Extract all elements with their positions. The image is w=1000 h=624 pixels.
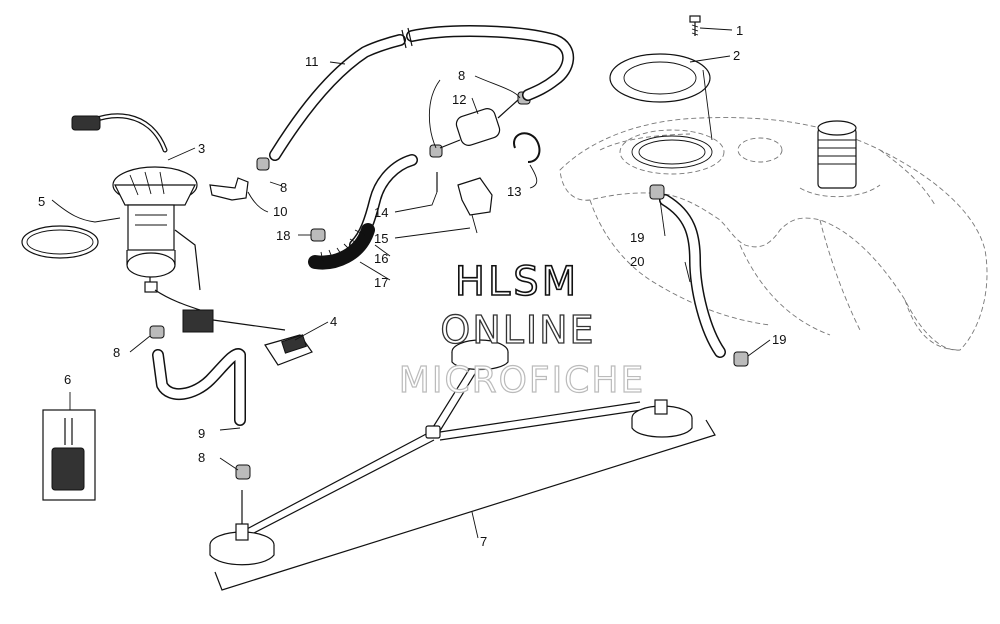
callout-13: 13 xyxy=(507,184,521,199)
callout-4: 4 xyxy=(330,314,337,329)
callout-1: 1 xyxy=(736,23,743,38)
callouts: 1 2 3 4 5 6 7 8 8 8 8 9 10 11 12 13 14 1… xyxy=(38,23,786,549)
callout-3: 3 xyxy=(198,141,205,156)
fuel-filter-part-12 xyxy=(439,99,519,149)
callout-15: 15 xyxy=(374,231,388,246)
callout-9: 9 xyxy=(198,426,205,441)
gasket-part-2 xyxy=(609,53,711,103)
watermark: HLSM ONLINE MICROFICHE xyxy=(398,258,645,401)
callout-20: 20 xyxy=(630,254,644,269)
watermark-line-3: MICROFICHE xyxy=(399,360,645,401)
bracket-part-15 xyxy=(436,172,493,234)
o-ring-part-5 xyxy=(21,225,99,259)
callout-8-d: 8 xyxy=(458,68,465,83)
clip-part-13 xyxy=(513,132,541,163)
clamp-part-18 xyxy=(310,228,326,242)
callout-8-c: 8 xyxy=(280,180,287,195)
callout-10: 10 xyxy=(273,204,287,219)
screw-part-1 xyxy=(689,15,701,36)
callout-19-b: 19 xyxy=(772,332,786,347)
callout-19-a: 19 xyxy=(630,230,644,245)
callout-17: 17 xyxy=(374,275,388,290)
callout-12: 12 xyxy=(452,92,466,107)
hose-part-20 xyxy=(659,194,726,358)
hose-part-9 xyxy=(152,348,246,426)
fuel-pump-part-3 xyxy=(71,113,286,333)
sender-inset-part-6 xyxy=(42,409,96,501)
spring-guard-part-17 xyxy=(308,223,375,270)
callout-2: 2 xyxy=(733,48,740,63)
callout-7: 7 xyxy=(480,534,487,549)
fuel-tank-outline xyxy=(559,117,988,351)
elbow-part-10 xyxy=(209,177,249,201)
leader-lines xyxy=(51,27,771,539)
fuel-pickup-assembly-part-7 xyxy=(209,339,716,591)
watermark-line-1: HLSM xyxy=(455,259,579,305)
callout-16: 16 xyxy=(374,251,388,266)
callout-11: 11 xyxy=(305,54,319,69)
callout-8-a: 8 xyxy=(113,345,120,360)
hose-part-11 xyxy=(269,25,575,161)
connector-part-4 xyxy=(264,334,313,366)
clamp-part-19 xyxy=(649,184,749,367)
callout-18: 18 xyxy=(276,228,290,243)
callout-14: 14 xyxy=(374,205,388,220)
callout-6: 6 xyxy=(64,372,71,387)
watermark-line-2: ONLINE xyxy=(440,308,595,352)
callout-5: 5 xyxy=(38,194,45,209)
callout-8-b: 8 xyxy=(198,450,205,465)
